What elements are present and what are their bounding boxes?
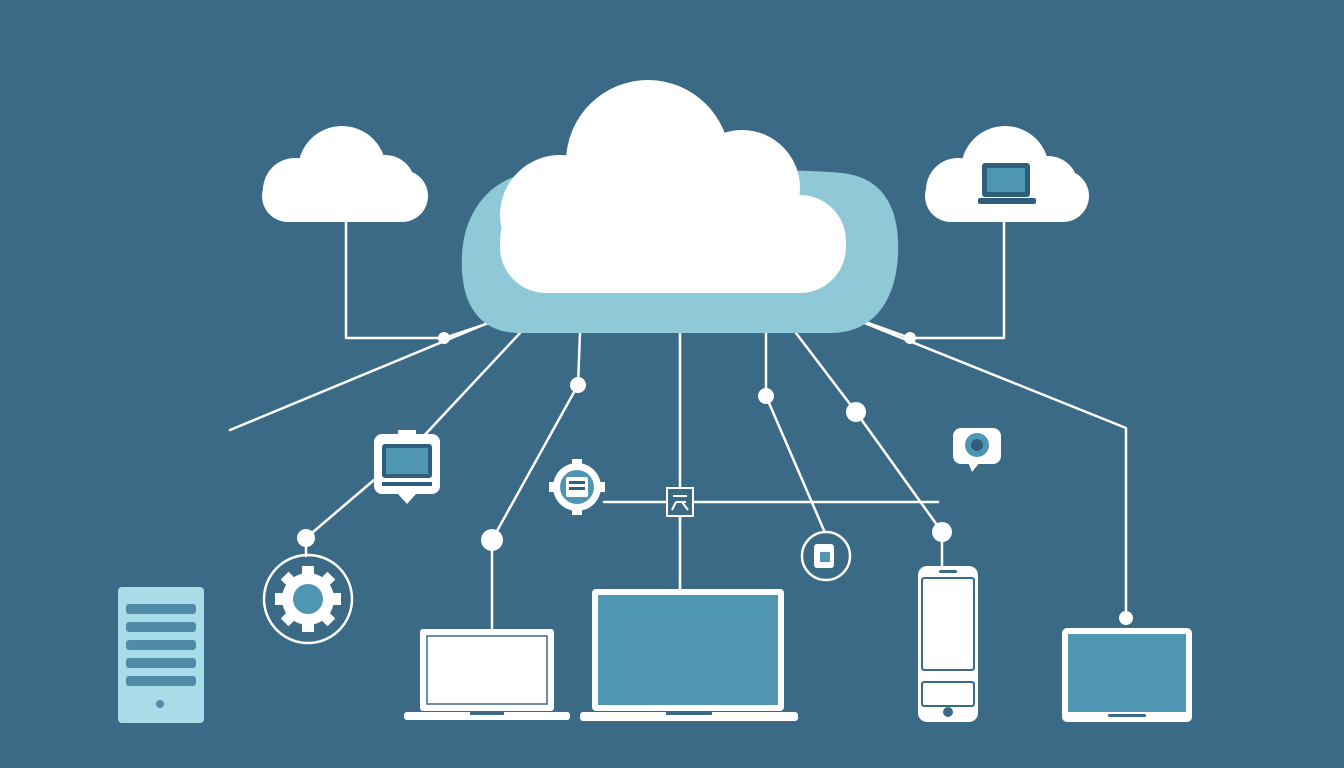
line-cloud-to-monitor: [418, 331, 522, 442]
line-hub-to-main-cloud-right: [858, 318, 912, 340]
node-dot: [481, 529, 503, 551]
monitor-icon: [374, 430, 440, 504]
line-right-cloud-to-hub: [908, 218, 1006, 340]
laptop-icon: [580, 589, 798, 721]
node-dot: [297, 529, 315, 547]
camera-icon: [953, 428, 1001, 472]
node-dot: [846, 402, 866, 422]
cloud-with-laptop-icon: [925, 126, 1089, 222]
smartphone-icon: [918, 566, 978, 722]
settings-gear-icon: [549, 459, 605, 515]
line-monitor-to-gear: [304, 478, 376, 540]
laptop-icon: [404, 629, 570, 720]
cloud-icon: [262, 126, 428, 222]
main-cloud-front: [500, 80, 846, 293]
node-dot: [438, 332, 450, 344]
node-dot: [904, 332, 916, 344]
line-cloud-to-tablet: [860, 320, 1128, 620]
line-left-cloud-to-hub: [344, 218, 446, 340]
line-left-dangling: [228, 316, 502, 432]
node-dot: [1119, 611, 1133, 625]
connection-nodes: [297, 332, 1133, 625]
line-cloud-to-laptop-small: [490, 331, 582, 632]
gear-icon: [262, 553, 354, 645]
tablet-icon: [1062, 628, 1192, 722]
line-cloud-to-smartphone: [794, 331, 944, 570]
server-tower-icon: [118, 587, 204, 723]
node-dot: [758, 388, 774, 404]
laptop-icon: [978, 163, 1036, 204]
node-dot: [570, 377, 586, 393]
node-dot: [932, 522, 952, 542]
junction-box-icon: [666, 487, 694, 517]
app-icon: [800, 530, 852, 582]
cloud-icon: [461, 80, 899, 333]
